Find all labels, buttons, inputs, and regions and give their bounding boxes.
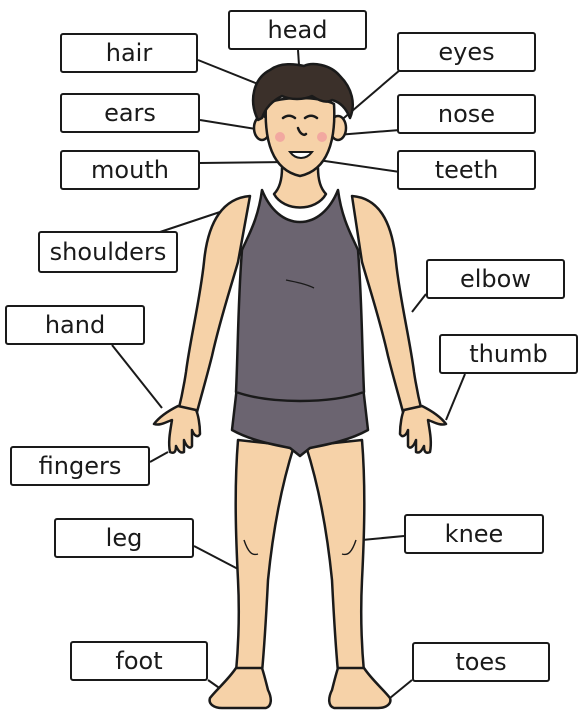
label-hair: hair [60,33,198,73]
right-cheek [317,132,327,142]
connector-knee [362,536,404,540]
label-shoulders: shoulders [38,231,178,273]
head-group [253,64,353,176]
label-ears: ears [60,93,200,133]
label-nose: nose [397,94,536,134]
label-toes: toes [412,642,550,682]
label-elbow: elbow [426,259,565,299]
connector-teeth [318,160,400,172]
connector-hand [112,345,162,408]
connector-toes [390,680,412,698]
feet [210,668,391,708]
connector-leg [194,546,238,569]
label-mouth: mouth [60,150,200,190]
vest [236,190,364,401]
vest-body [236,190,364,401]
left-foot [210,668,271,708]
right-foot [329,668,390,708]
label-teeth: teeth [397,150,536,190]
legs [236,440,365,672]
connector-thumb [446,374,465,420]
label-knee: knee [404,514,544,554]
left-cheek [275,132,285,142]
right-hand [400,406,446,453]
label-foot: foot [70,641,208,681]
label-head: head [228,10,367,50]
connector-fingers [150,452,168,462]
right-leg [306,440,364,672]
label-thumb: thumb [439,334,578,374]
label-eyes: eyes [397,32,536,72]
left-leg [236,440,294,672]
connector-ears [200,120,262,130]
left-hand [154,406,200,453]
label-fingers: fingers [10,446,150,486]
connector-elbow [412,294,426,312]
label-leg: leg [54,518,194,558]
label-hand: hand [5,305,145,345]
